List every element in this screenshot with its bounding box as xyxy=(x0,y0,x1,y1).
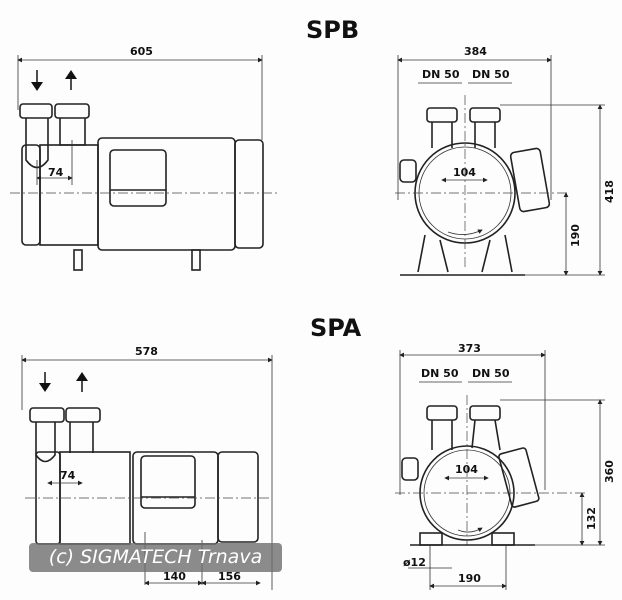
spb-shaft-height: 190 xyxy=(569,224,582,247)
spb-end-view: 384 DN 50 DN 50 104 418 190 xyxy=(395,45,616,276)
spb-side-view: 605 74 xyxy=(10,45,280,271)
spa-foot-spacing-2: 156 xyxy=(218,570,241,583)
spa-shaft-height: 132 xyxy=(585,507,598,530)
spa-flange-spacing: 74 xyxy=(60,469,76,482)
spa-end-view: 373 DN 50 DN 50 104 360 132 ø12 190 xyxy=(395,342,616,590)
spa-inlet-label: DN 50 xyxy=(421,367,459,380)
spa-foot-width: 190 xyxy=(458,572,481,585)
spa-title: SPA xyxy=(310,314,362,342)
inlet-arrow-icon xyxy=(39,372,51,392)
outlet-arrow-icon xyxy=(65,70,77,90)
spb-width-dimension: 384 xyxy=(464,45,487,58)
spb-outlet-label: DN 50 xyxy=(472,68,510,81)
spb-flange-spacing: 74 xyxy=(48,166,64,179)
watermark: (c) SIGMATECH Trnava xyxy=(29,543,282,572)
spa-height-dimension: 360 xyxy=(603,460,616,483)
spb-inlet-label: DN 50 xyxy=(422,68,460,81)
spa-width-dimension: 373 xyxy=(458,342,481,355)
spa-foot-spacing-1: 140 xyxy=(163,570,186,583)
spb-height-dimension: 418 xyxy=(603,180,616,203)
spa-outlet-label: DN 50 xyxy=(472,367,510,380)
spb-length-dimension: 605 xyxy=(130,45,153,58)
spb-title: SPB xyxy=(306,16,359,44)
spa-length-dimension: 578 xyxy=(135,345,158,358)
inlet-arrow-icon xyxy=(31,70,43,91)
spa-bolt-hole: ø12 xyxy=(403,556,426,569)
outlet-arrow-icon xyxy=(76,372,88,392)
